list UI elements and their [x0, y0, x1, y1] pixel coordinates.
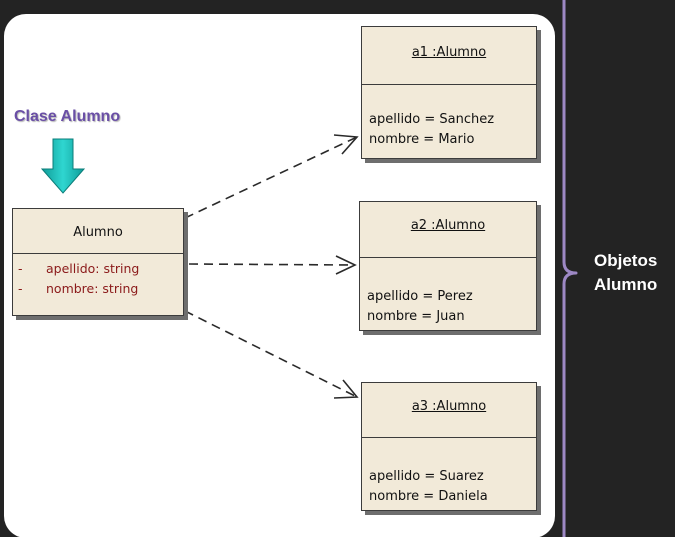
arrowhead-a1	[333, 134, 359, 155]
attribute-nombre: nombre = Juan	[367, 309, 465, 324]
object-name: a3 :Alumno	[411, 399, 487, 414]
object-name-header: a2 :Alumno	[360, 202, 536, 258]
arrowhead-a3	[333, 379, 359, 399]
visibility-marker: -	[18, 281, 23, 296]
class-attributes: - apellido: string - nombre: string	[13, 254, 183, 299]
object-box-a3: a3 :Alumno apellido = Suarez nombre = Da…	[361, 382, 537, 511]
attribute-apellido: apellido = Sanchez	[369, 112, 495, 127]
object-box-a2: a2 :Alumno apellido = Perez nombre = Jua…	[359, 201, 537, 331]
visibility-marker: -	[18, 261, 23, 276]
object-name-header: a1 :Alumno	[362, 27, 536, 85]
objects-label-line2: Alumno	[594, 275, 658, 294]
object-attributes: apellido = Suarez nombre = Daniela	[362, 438, 536, 507]
dependency-arrow-a1	[184, 136, 358, 219]
class-attribute: - apellido: string	[13, 259, 183, 279]
objects-label-line1: Objetos	[594, 251, 658, 270]
class-box-alumno: Alumno - apellido: string - nombre: stri…	[12, 208, 184, 316]
class-attribute: - nombre: string	[13, 279, 183, 299]
curly-brace	[562, 0, 578, 537]
object-name: a2 :Alumno	[410, 218, 486, 233]
object-attributes: apellido = Sanchez nombre = Mario	[362, 85, 536, 150]
down-arrow-icon	[40, 138, 86, 194]
object-box-a1: a1 :Alumno apellido = Sanchez nombre = M…	[361, 26, 537, 159]
arrowhead-a2	[335, 255, 357, 275]
class-name: Alumno	[13, 209, 183, 254]
dependency-arrow-a3	[184, 310, 358, 398]
attribute-nombre: nombre = Mario	[369, 132, 475, 147]
objects-label: Objetos Alumno	[594, 249, 657, 297]
object-name-header: a3 :Alumno	[362, 383, 536, 438]
attribute-apellido: apellido = Suarez	[369, 469, 484, 484]
dependency-arrow-a2	[188, 263, 356, 266]
object-attributes: apellido = Perez nombre = Juan	[360, 258, 536, 327]
class-label: Clase Alumno	[14, 108, 121, 125]
attribute-nombre: nombre = Daniela	[369, 489, 488, 504]
attribute-text: apellido: string	[46, 261, 140, 276]
attribute-text: nombre: string	[46, 281, 139, 296]
attribute-apellido: apellido = Perez	[367, 289, 473, 304]
object-name: a1 :Alumno	[411, 45, 487, 60]
